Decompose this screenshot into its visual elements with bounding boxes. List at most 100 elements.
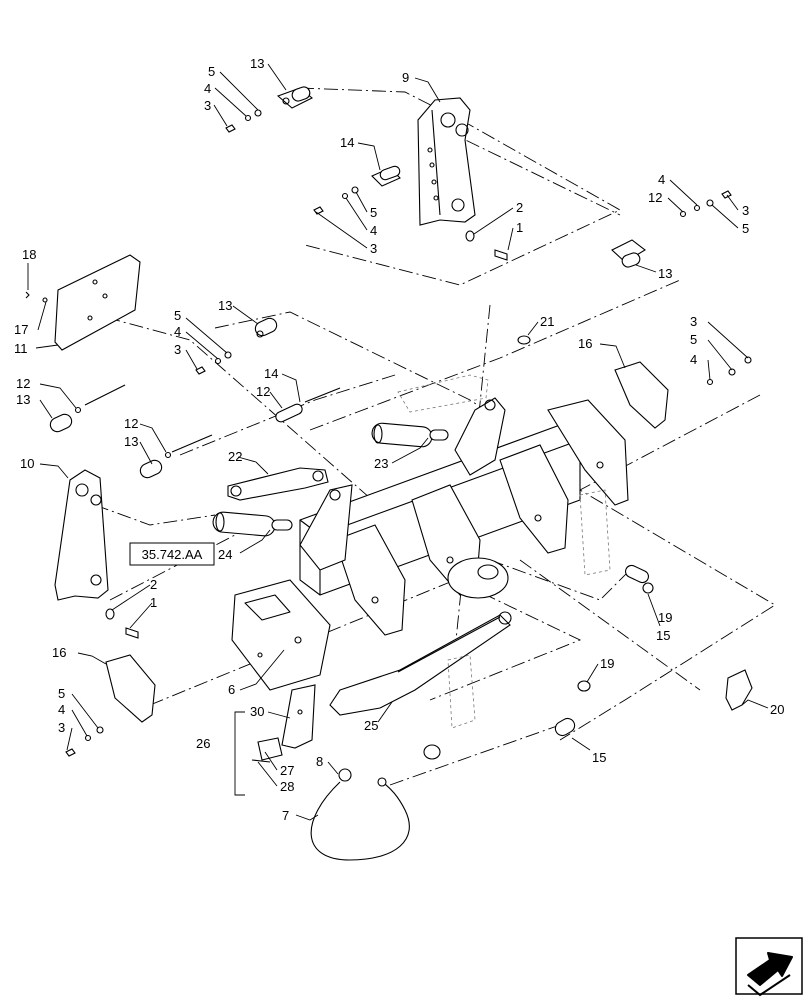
callout: 5	[58, 686, 65, 701]
arm-ghost	[397, 374, 489, 413]
callout: 23	[374, 456, 388, 471]
upright-plate-right-a	[499, 444, 569, 554]
callout: 3	[174, 342, 181, 357]
callout: 30	[250, 704, 264, 719]
bolt-1-a	[494, 249, 508, 261]
plate-11	[54, 254, 141, 351]
front-bracket-left	[299, 484, 353, 571]
washer-lower	[423, 744, 441, 760]
callout: 5	[370, 205, 377, 220]
lower-arm-25	[329, 611, 512, 716]
callout: 10	[20, 456, 34, 471]
lockwasher-4-e	[706, 378, 714, 386]
pin-13-upper	[276, 86, 313, 109]
reference-link[interactable]: 35.742.AA	[129, 542, 215, 566]
callout: 1	[516, 220, 523, 235]
lockwasher-4-c	[693, 204, 701, 212]
callout: 13	[16, 392, 30, 407]
cylinder-23	[371, 422, 449, 448]
callout: 6	[228, 682, 235, 697]
callout: 2	[516, 200, 523, 215]
callout: 3	[204, 98, 211, 113]
main-frame	[231, 397, 629, 729]
callout: 7	[282, 808, 289, 823]
washer-2-b	[105, 608, 115, 620]
cable-7	[310, 781, 410, 861]
clip-27	[257, 737, 283, 761]
washer-5-a	[254, 109, 262, 117]
link-22	[227, 467, 329, 501]
callout: 4	[58, 702, 65, 717]
cylinder-24	[212, 511, 293, 537]
washer-12-a	[679, 210, 687, 218]
bolt-left-b	[171, 434, 213, 453]
bolt-3-c	[721, 190, 732, 199]
callout: 12	[256, 384, 270, 399]
bracket-30	[281, 684, 316, 749]
pivot-hub	[447, 557, 509, 599]
cover-16-left	[105, 654, 156, 723]
washer-5-d	[224, 351, 232, 359]
upright-plate-left	[334, 524, 406, 636]
lockwasher-4-f	[84, 734, 92, 742]
callout: 5	[742, 221, 749, 236]
callout: 12	[124, 416, 138, 431]
lockwasher-4-b	[341, 192, 349, 200]
bracket-10	[54, 469, 109, 601]
callout: 19	[658, 610, 672, 625]
group-bracket-26	[234, 711, 245, 796]
rear-bracket	[454, 397, 506, 476]
washer-5-e	[728, 368, 736, 376]
lower-right-parts	[554, 564, 753, 737]
washer-5-b	[351, 186, 359, 194]
callout: 15	[656, 628, 670, 643]
callout: 4	[174, 324, 181, 339]
callout: 15	[592, 750, 606, 765]
washer-12-c	[164, 451, 172, 459]
pin-14-mid	[275, 403, 303, 423]
pin-13-right	[611, 239, 646, 268]
callout: 3	[690, 314, 697, 329]
upright-plate-right-b	[547, 399, 629, 506]
ring-8	[338, 768, 352, 782]
pin-15-upper	[625, 564, 649, 584]
callout: 27	[280, 763, 294, 778]
screw-18	[25, 291, 30, 299]
cover-16-right	[614, 361, 669, 429]
callout: 4	[658, 172, 665, 187]
bolt-left-a	[84, 384, 126, 406]
callout: 4	[370, 223, 377, 238]
callout: 16	[578, 336, 592, 351]
bolt-3-b	[313, 206, 324, 215]
callout: 2	[150, 577, 157, 592]
bolt-3-f	[65, 748, 76, 757]
pin-13-mid	[254, 317, 278, 338]
pin-14-upper	[371, 165, 401, 187]
callout: 28	[280, 779, 294, 794]
navigation-arrow-icon[interactable]	[735, 937, 803, 997]
bolt-3-d	[195, 366, 206, 375]
lower-left-parts	[54, 467, 441, 861]
callout: 25	[364, 718, 378, 733]
callout: 4	[690, 352, 697, 367]
tool-20	[725, 669, 753, 711]
callout: 13	[658, 266, 672, 281]
callout: 11	[14, 341, 28, 356]
callout: 24	[218, 547, 232, 562]
callout: 14	[340, 135, 354, 150]
callout: 19	[600, 656, 614, 671]
washer-12-b	[74, 406, 82, 414]
reference-label: 35.742.AA	[142, 547, 203, 562]
callout: 14	[264, 366, 278, 381]
callout: 5	[174, 308, 181, 323]
pin-13-left	[49, 413, 73, 433]
callout: 17	[14, 322, 28, 337]
callout: 9	[402, 70, 409, 85]
clip-19-lower	[577, 680, 591, 692]
bolt-3-e	[744, 356, 752, 364]
callout: 1	[150, 595, 157, 610]
clip-21	[517, 335, 531, 345]
middle-hardware	[49, 317, 752, 479]
clip-19-upper	[642, 582, 654, 594]
